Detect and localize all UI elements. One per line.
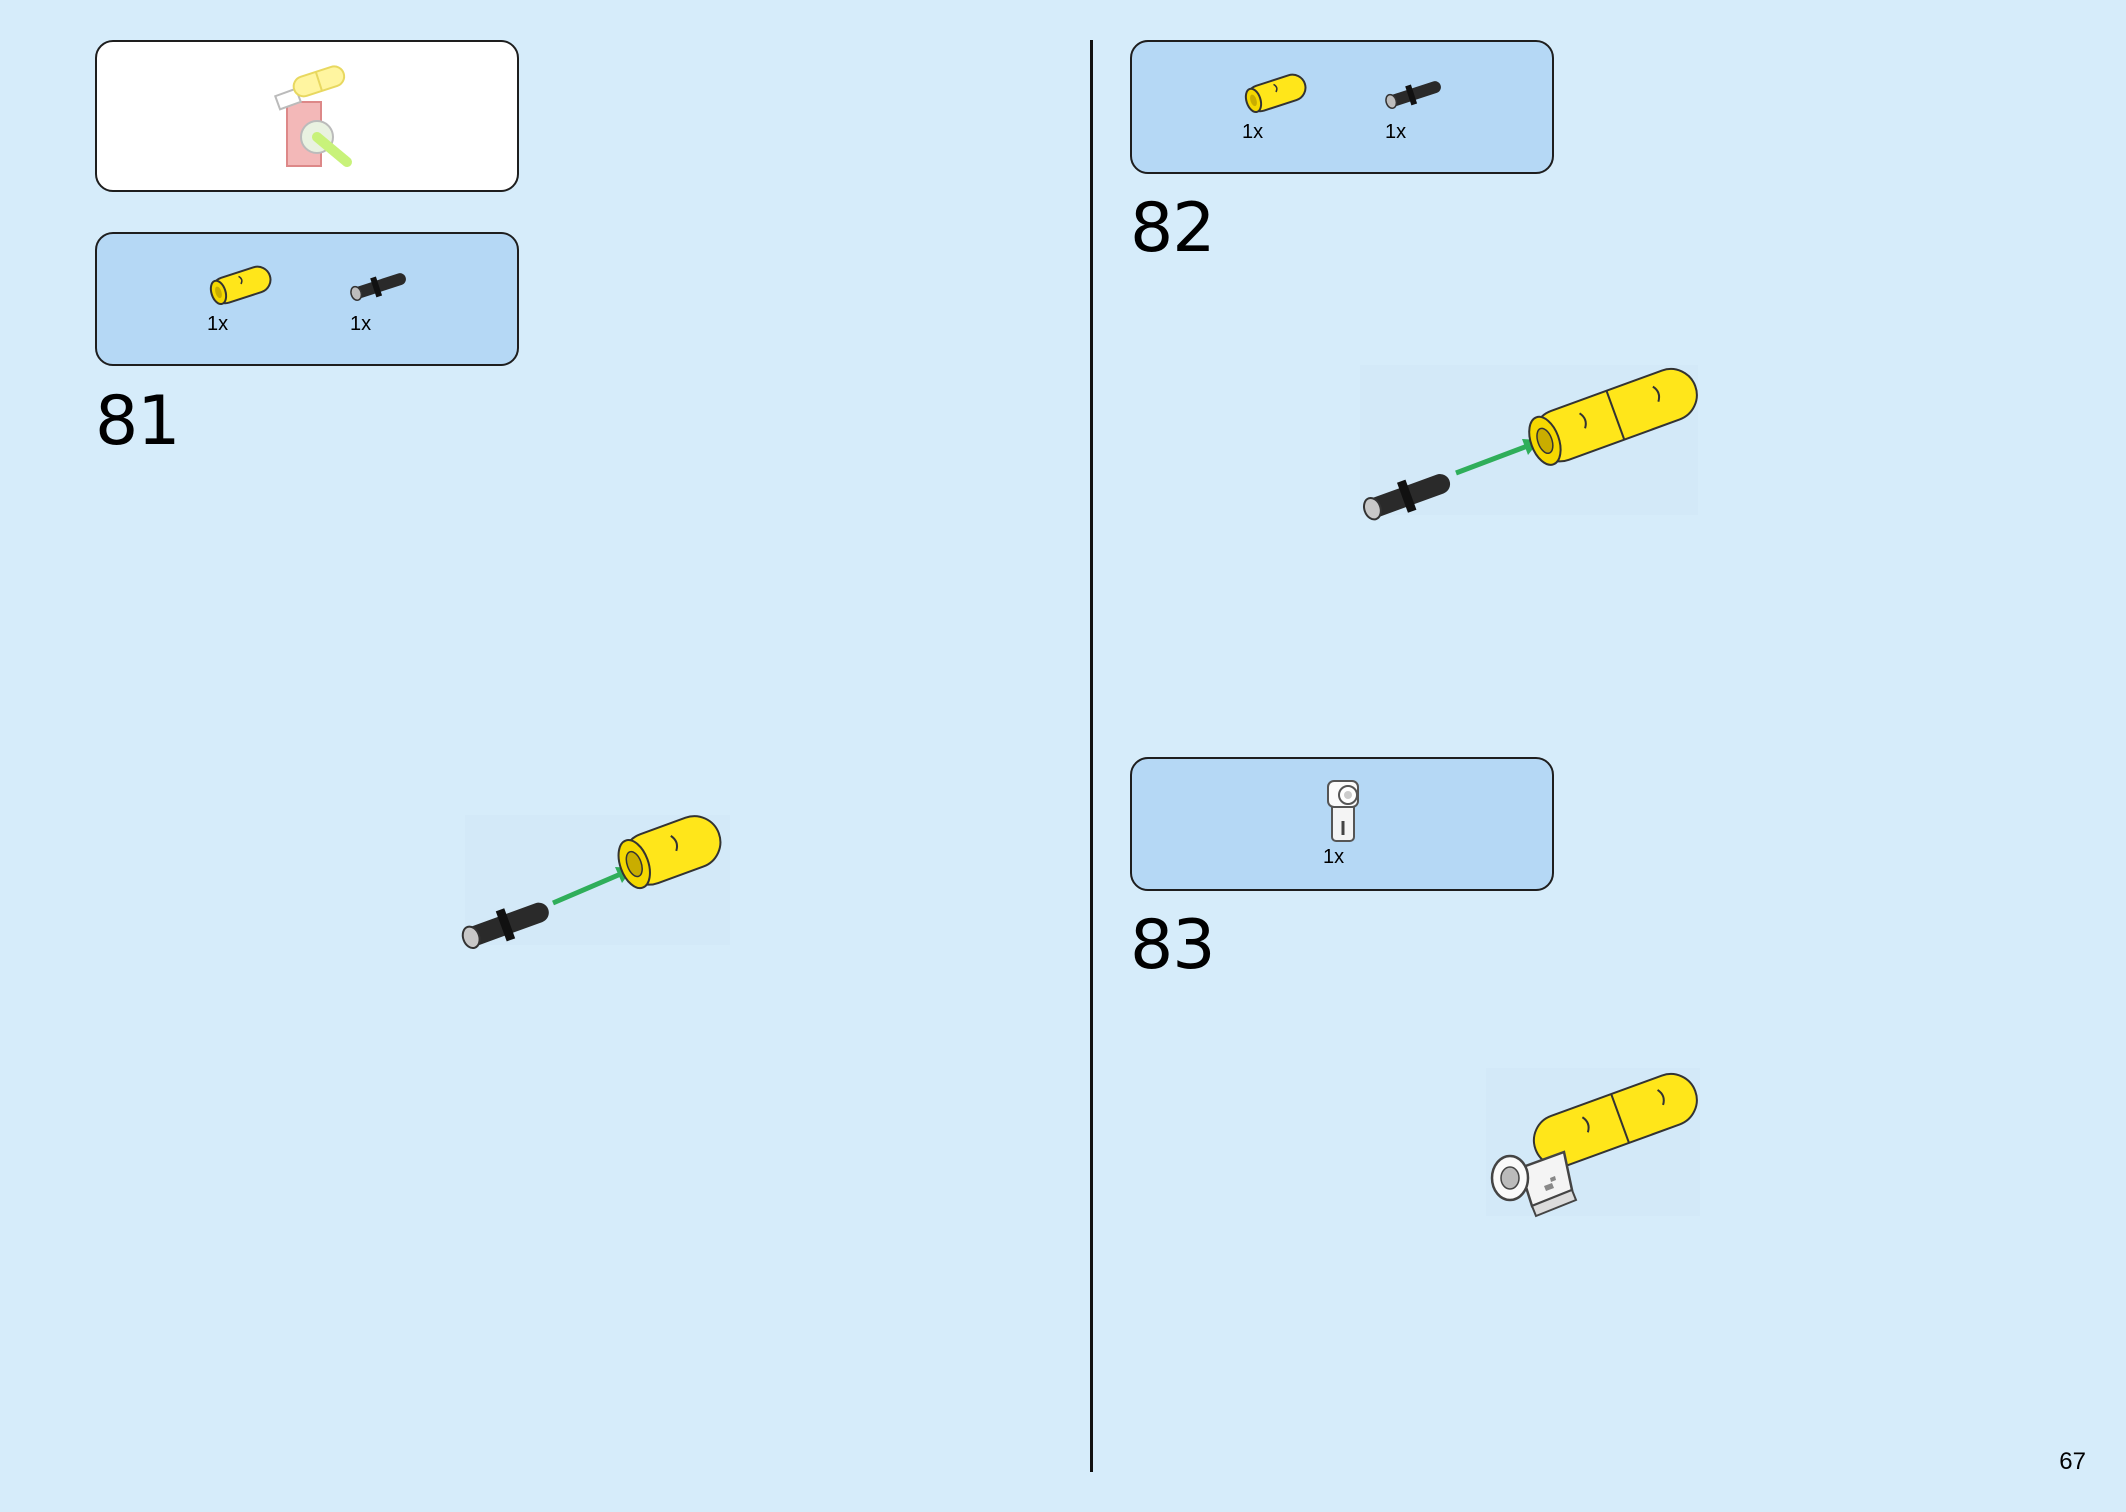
step-number-83: 83 bbox=[1130, 906, 1216, 985]
step-81-parts-box: 1x 1x bbox=[95, 232, 519, 366]
step-number-82: 82 bbox=[1130, 189, 1216, 268]
page-number: 67 bbox=[2059, 1448, 2086, 1475]
step-83-parts-box: 1x bbox=[1130, 757, 1554, 891]
step-number-81: 81 bbox=[95, 382, 181, 461]
yellow-connector-icon bbox=[1528, 367, 1698, 466]
black-axle-pin-icon bbox=[1363, 474, 1451, 521]
part-quantity: 1x bbox=[1385, 121, 1407, 143]
step-82-assembly-illustration bbox=[1360, 365, 1698, 521]
step-81-assembly-illustration bbox=[461, 815, 730, 950]
insert-arrow bbox=[1455, 442, 1531, 476]
yellow-connector-icon bbox=[617, 815, 722, 890]
page-divider bbox=[1090, 40, 1093, 1472]
subassembly-preview-box bbox=[95, 40, 519, 192]
yellow-connector-icon bbox=[1532, 1072, 1698, 1168]
step-82-parts-box: 1x 1x bbox=[1130, 40, 1554, 174]
step-83-assembly-illustration bbox=[1486, 1068, 1700, 1218]
assembled-subassembly-icon bbox=[273, 65, 352, 167]
insert-arrow bbox=[552, 870, 624, 906]
yellow-connector-icon bbox=[209, 265, 272, 305]
part-quantity: 1x bbox=[1242, 121, 1264, 143]
black-axle-pin-icon bbox=[461, 902, 549, 950]
part-quantity: 1x bbox=[1323, 846, 1345, 868]
yellow-connector-icon bbox=[1244, 73, 1307, 113]
black-axle-pin-icon bbox=[1385, 81, 1441, 110]
white-angle-connector-icon bbox=[1490, 1150, 1578, 1218]
part-quantity: 1x bbox=[207, 313, 229, 335]
white-angle-connector-icon bbox=[1327, 780, 1359, 842]
part-quantity: 1x bbox=[350, 313, 372, 335]
black-axle-pin-icon bbox=[350, 273, 406, 302]
